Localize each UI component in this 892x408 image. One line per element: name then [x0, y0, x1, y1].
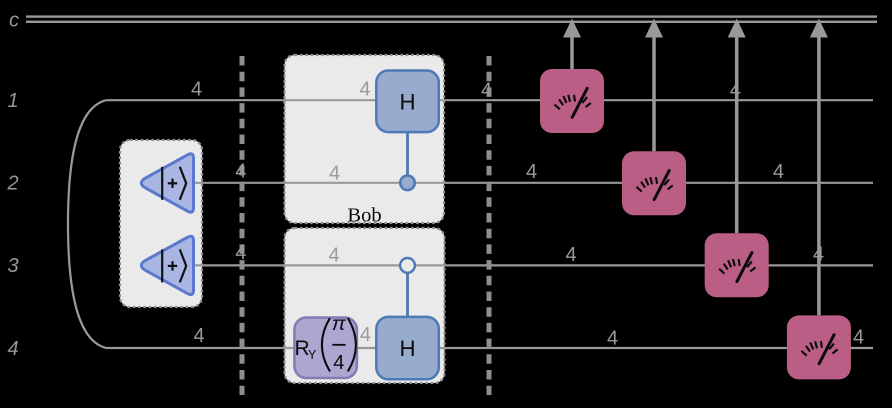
svg-text:4: 4	[359, 79, 370, 101]
svg-text:4: 4	[191, 79, 202, 101]
svg-text:4: 4	[607, 328, 618, 350]
svg-text:H: H	[399, 336, 415, 361]
svg-text:4: 4	[329, 163, 340, 185]
svg-text:Y: Y	[308, 348, 317, 362]
svg-text:2: 2	[6, 173, 18, 195]
svg-text:4: 4	[526, 161, 537, 183]
svg-text:4: 4	[360, 324, 371, 346]
svg-text:π: π	[332, 313, 347, 335]
svg-text:R: R	[295, 337, 310, 360]
svg-text:4: 4	[7, 338, 18, 360]
svg-text:4: 4	[193, 325, 204, 347]
svg-text:c: c	[9, 10, 19, 32]
svg-text:3: 3	[7, 255, 18, 277]
svg-text:1: 1	[7, 90, 18, 112]
svg-text:4: 4	[481, 80, 492, 102]
svg-text:4: 4	[730, 80, 741, 102]
svg-text:4: 4	[328, 244, 339, 266]
svg-text:4: 4	[235, 242, 246, 264]
svg-text:4: 4	[333, 352, 344, 374]
svg-text:4: 4	[566, 244, 577, 266]
svg-text:4: 4	[853, 327, 864, 349]
svg-text:4: 4	[813, 244, 824, 266]
svg-text:4: 4	[235, 160, 246, 182]
svg-text:H: H	[399, 89, 415, 114]
svg-text:Bob: Bob	[347, 204, 381, 226]
svg-text:4: 4	[773, 161, 784, 183]
